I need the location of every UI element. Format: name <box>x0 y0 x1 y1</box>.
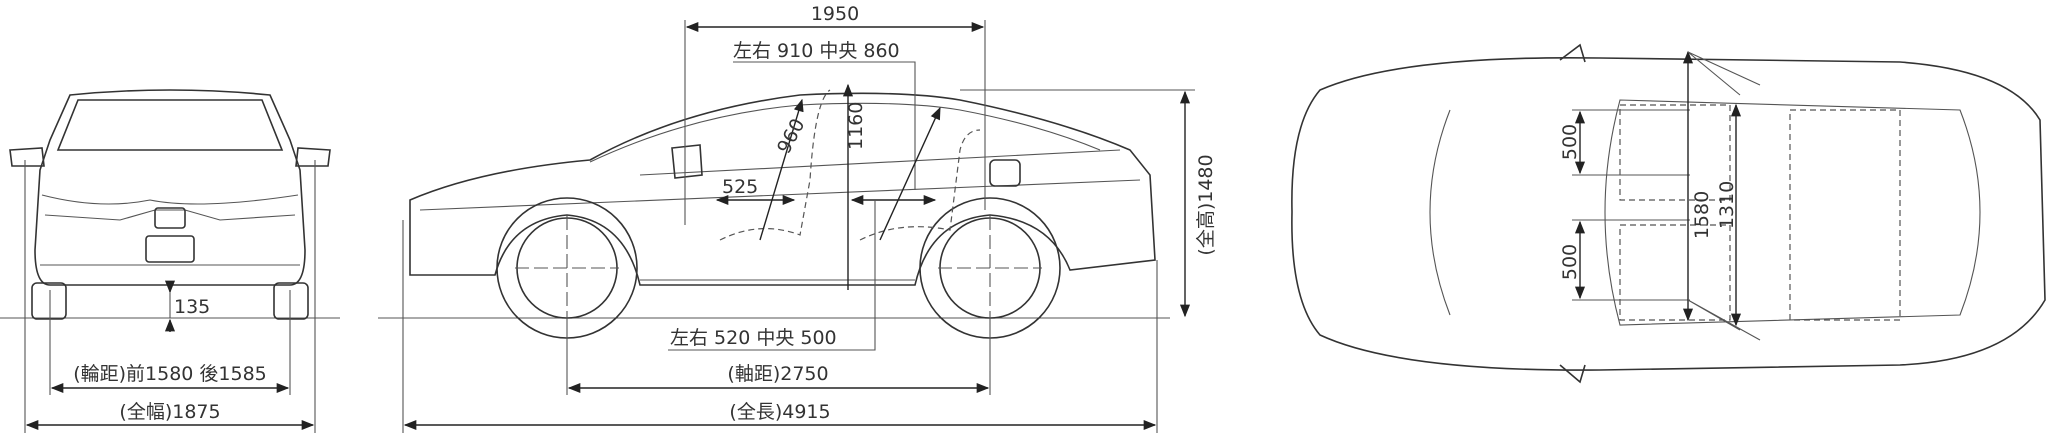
front-seat-width-label: 500 <box>1559 124 1581 160</box>
top-view: 500 500 1580 1310 <box>1291 43 2046 384</box>
ground-clearance-label: 135 <box>174 296 210 318</box>
tread-label: (輪距)前1580 後1585 <box>73 363 267 385</box>
right-mirror <box>295 147 331 167</box>
right-tire <box>273 282 309 320</box>
front-view: 135 (輪距)前1580 後1585 (全幅)1875 <box>0 89 340 433</box>
side-mirror <box>671 144 703 179</box>
front-body <box>34 89 306 286</box>
wheelbase-label: (軸距)2750 <box>727 363 828 385</box>
side-body <box>409 92 1156 286</box>
left-tire <box>31 282 67 320</box>
interior-height-label: 1160 <box>845 102 867 150</box>
overall-height-label: (全高)1480 <box>1195 154 1217 255</box>
rear-seat-note: 左右 520 中央 500 <box>670 327 837 349</box>
front-emblem <box>154 207 186 229</box>
top-body <box>1291 56 2046 371</box>
front-seat-height-label: 960 <box>773 115 809 157</box>
top-mirrors <box>1559 43 1586 384</box>
windshield <box>56 99 284 151</box>
seat-depth-label: 525 <box>722 176 758 198</box>
rear-seat-width-label: 500 <box>1559 244 1581 280</box>
overall-width-label: (全幅)1875 <box>119 401 220 423</box>
span-1950-label: 1950 <box>811 3 859 25</box>
license-plate <box>145 235 195 263</box>
fuel-lid <box>989 159 1021 187</box>
overall-length-label: (全長)4915 <box>729 401 830 423</box>
side-view: 1950 左右 910 中央 860 960 1160 525 左右 520 中… <box>378 3 1217 433</box>
rear-interior-width-label: 1310 <box>1716 181 1738 229</box>
rear-headroom-note: 左右 910 中央 860 <box>733 40 900 62</box>
left-mirror <box>9 147 45 167</box>
interior-width-label: 1580 <box>1691 191 1713 239</box>
